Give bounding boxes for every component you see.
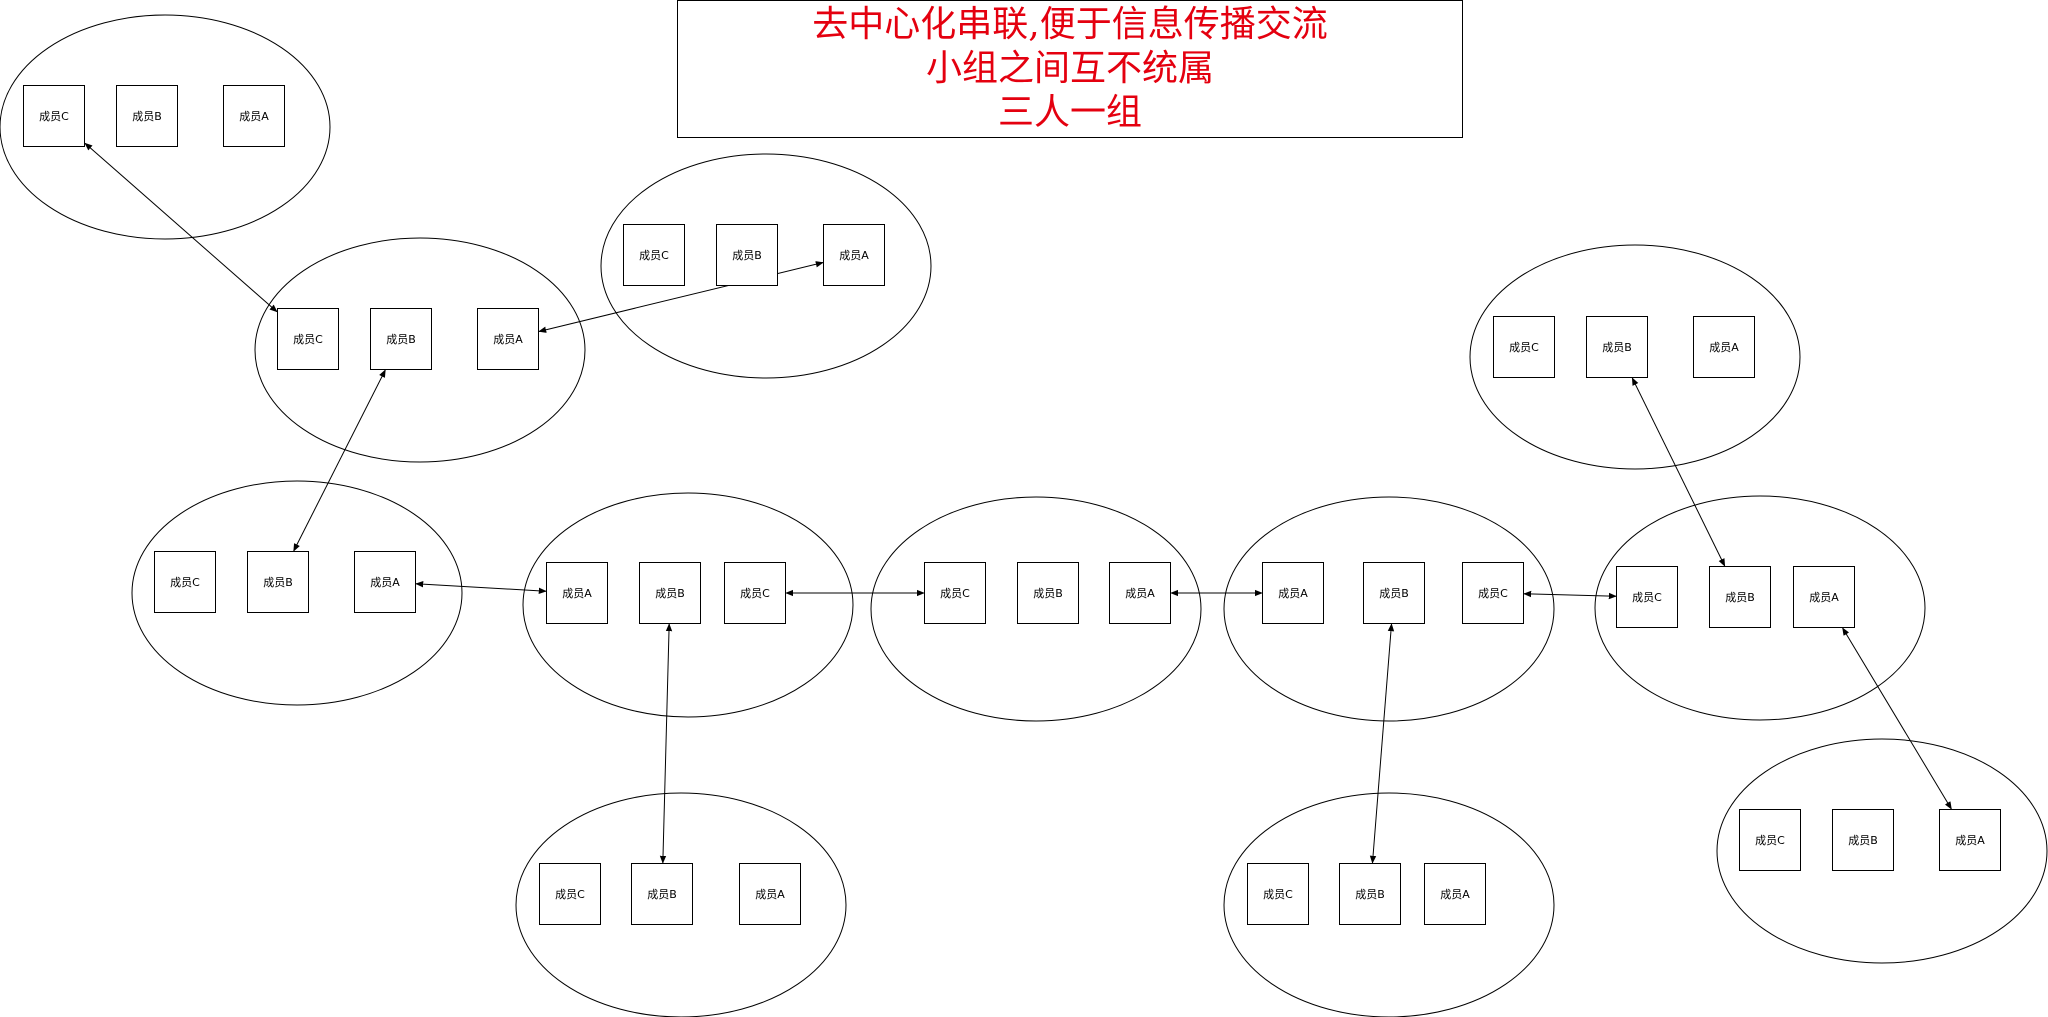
- member-box-g4-1[interactable]: 成员B: [247, 551, 309, 613]
- member-box-g4-0[interactable]: 成员C: [154, 551, 216, 613]
- member-box-g2-0[interactable]: 成员C: [277, 308, 339, 370]
- member-box-g11-0[interactable]: 成员C: [1247, 863, 1309, 925]
- connection-arrow-3[interactable]: [415, 580, 547, 595]
- member-box-g3-1[interactable]: 成员B: [716, 224, 778, 286]
- member-box-g12-0[interactable]: 成员C: [1739, 809, 1801, 871]
- member-box-g6-2[interactable]: 成员A: [1109, 562, 1171, 624]
- member-box-g6-1[interactable]: 成员B: [1017, 562, 1079, 624]
- title-line-2: 小组之间互不统属: [925, 48, 1214, 89]
- member-box-g3-0[interactable]: 成员C: [623, 224, 685, 286]
- member-box-g2-2[interactable]: 成员A: [477, 308, 539, 370]
- groups-layer: [0, 14, 2048, 1017]
- member-box-g1-0[interactable]: 成员C: [23, 85, 85, 147]
- member-box-g7-1[interactable]: 成员B: [1363, 562, 1425, 624]
- title-box[interactable]: 去中心化串联,便于信息传播交流 小组之间互不统属 三人一组: [677, 0, 1463, 138]
- member-box-g10-2[interactable]: 成员A: [739, 863, 801, 925]
- title-line-3: 三人一组: [997, 92, 1142, 133]
- member-box-g9-2[interactable]: 成员A: [1793, 566, 1855, 628]
- member-box-g4-2[interactable]: 成员A: [354, 551, 416, 613]
- member-box-g1-1[interactable]: 成员B: [116, 85, 178, 147]
- member-box-g9-0[interactable]: 成员C: [1616, 566, 1678, 628]
- member-box-g5-0[interactable]: 成员A: [546, 562, 608, 624]
- connection-arrow-7[interactable]: [1631, 377, 1726, 567]
- member-box-g7-0[interactable]: 成员A: [1262, 562, 1324, 624]
- links-layer: [84, 142, 1952, 864]
- member-box-g11-2[interactable]: 成员A: [1424, 863, 1486, 925]
- member-box-g6-0[interactable]: 成员C: [924, 562, 986, 624]
- member-box-g12-1[interactable]: 成员B: [1832, 809, 1894, 871]
- member-box-g10-1[interactable]: 成员B: [631, 863, 693, 925]
- connection-arrow-2[interactable]: [293, 369, 386, 552]
- member-box-g12-2[interactable]: 成员A: [1939, 809, 2001, 871]
- member-box-g5-1[interactable]: 成员B: [639, 562, 701, 624]
- connection-arrow-8[interactable]: [1842, 627, 1952, 810]
- member-box-g9-1[interactable]: 成员B: [1709, 566, 1771, 628]
- connection-arrow-9[interactable]: [659, 623, 673, 864]
- member-box-g1-2[interactable]: 成员A: [223, 85, 285, 147]
- member-box-g7-2[interactable]: 成员C: [1462, 562, 1524, 624]
- connection-arrow-0[interactable]: [84, 142, 278, 313]
- member-box-g8-2[interactable]: 成员A: [1693, 316, 1755, 378]
- member-box-g5-2[interactable]: 成员C: [724, 562, 786, 624]
- member-box-g3-2[interactable]: 成员A: [823, 224, 885, 286]
- connection-arrow-6[interactable]: [1523, 590, 1617, 600]
- connection-arrow-10[interactable]: [1369, 623, 1395, 864]
- title-line-1: 去中心化串联,便于信息传播交流: [812, 4, 1328, 45]
- member-box-g10-0[interactable]: 成员C: [539, 863, 601, 925]
- member-box-g11-1[interactable]: 成员B: [1339, 863, 1401, 925]
- member-box-g8-1[interactable]: 成员B: [1586, 316, 1648, 378]
- member-box-g8-0[interactable]: 成员C: [1493, 316, 1555, 378]
- member-box-g2-1[interactable]: 成员B: [370, 308, 432, 370]
